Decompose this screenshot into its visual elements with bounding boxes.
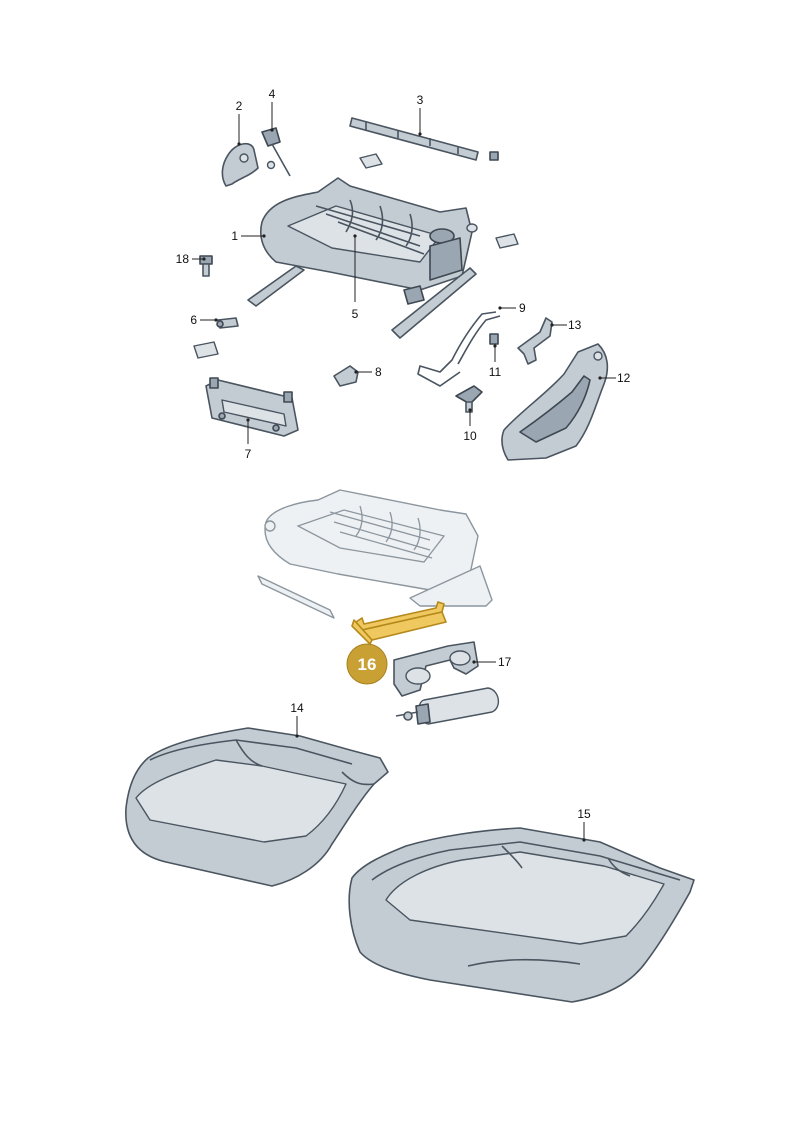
callout-3: 3 (417, 93, 424, 136)
part-10-knob[interactable] (455, 385, 483, 413)
callout-4: 4 (269, 87, 276, 132)
callout-14: 14 (290, 701, 304, 738)
part-13-latch[interactable] (517, 317, 553, 365)
callout-1: 1 (231, 229, 266, 243)
svg-text:16: 16 (358, 655, 377, 674)
ghost-seat-frame (257, 489, 493, 619)
svg-text:13: 13 (568, 318, 582, 332)
part-14-seat-cushion[interactable] (125, 727, 389, 887)
svg-text:10: 10 (463, 429, 477, 443)
svg-text:15: 15 (577, 807, 591, 821)
svg-text:9: 9 (519, 301, 526, 315)
part-15-seat-cushion-shell[interactable] (348, 827, 695, 1003)
svg-text:14: 14 (290, 701, 304, 715)
callout-2: 2 (236, 99, 243, 146)
callout-10: 10 (463, 408, 477, 443)
svg-text:11: 11 (489, 365, 502, 379)
part-8-clip[interactable] (333, 365, 359, 387)
svg-text:12: 12 (617, 371, 631, 385)
callout-6: 6 (190, 313, 218, 327)
svg-text:2: 2 (236, 99, 243, 113)
svg-text:6: 6 (190, 313, 197, 327)
callout-11: 11 (489, 344, 502, 379)
part-9-lever-rod[interactable] (417, 311, 501, 387)
callout-5: 5 (352, 234, 359, 321)
callout-15: 15 (577, 807, 591, 842)
small-clip-b[interactable] (495, 233, 519, 249)
svg-text:17: 17 (498, 655, 512, 669)
callout-17: 17 (472, 655, 512, 669)
part-12-side-trim[interactable] (501, 343, 609, 461)
highlight-badge-16[interactable]: 16 (346, 643, 388, 685)
callout-18: 18 (176, 252, 206, 266)
svg-text:18: 18 (176, 252, 190, 266)
part-4-handle[interactable] (261, 127, 291, 177)
svg-text:5: 5 (352, 307, 359, 321)
svg-text:3: 3 (417, 93, 424, 107)
callout-12: 12 (598, 371, 631, 385)
svg-text:7: 7 (245, 447, 252, 461)
callout-7: 7 (245, 418, 252, 461)
part-18-bolt[interactable] (199, 255, 213, 277)
callout-13: 13 (550, 318, 582, 332)
svg-text:1: 1 (231, 229, 238, 243)
svg-text:8: 8 (375, 365, 382, 379)
callout-9: 9 (498, 301, 526, 315)
small-clip-c[interactable] (193, 341, 219, 359)
part-11-tab[interactable] (489, 333, 499, 345)
part-7-bracket[interactable] (205, 377, 299, 437)
part-2-bracket[interactable] (221, 142, 259, 187)
gas-spring[interactable] (395, 687, 499, 725)
part-3-rail[interactable] (349, 117, 499, 161)
callout-8: 8 (354, 365, 382, 379)
svg-text:4: 4 (269, 87, 276, 101)
part-16-bracket-highlighted[interactable] (351, 601, 447, 645)
part-1-seat-frame[interactable] (247, 177, 478, 339)
part-17-bracket[interactable] (393, 641, 479, 697)
small-clip-a[interactable] (359, 153, 383, 169)
part-6-pin[interactable] (216, 317, 239, 329)
